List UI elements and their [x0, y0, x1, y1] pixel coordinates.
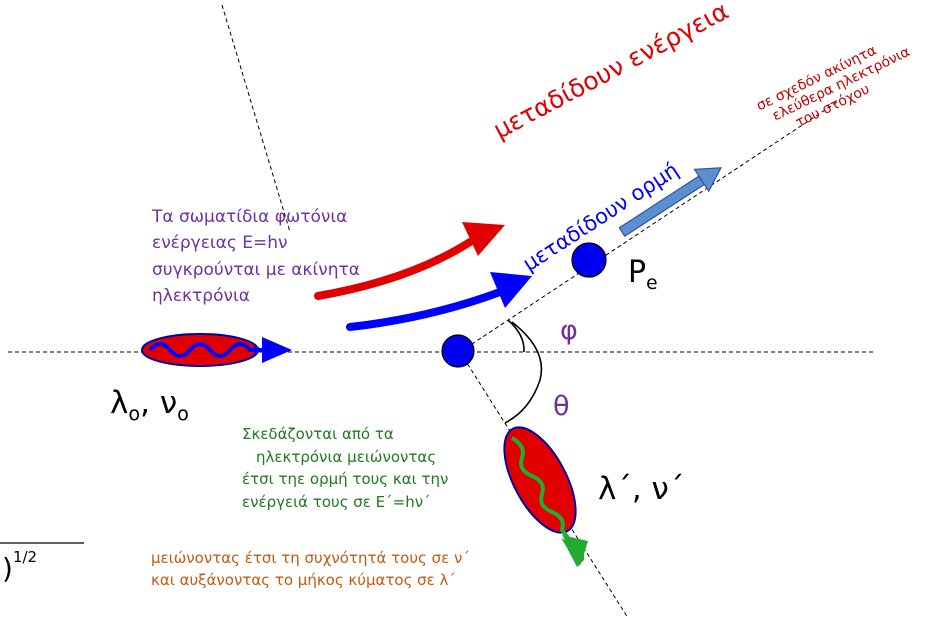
phi-angle-label: φ — [560, 314, 578, 348]
nu0-symbol: , ν — [140, 385, 177, 421]
scattered-line-1: Σκεδάζονται από τα — [242, 423, 448, 446]
frequency-decrease-line-1: μειώνοντας έτσι τη συχνότητά τους σε ν΄ — [151, 548, 470, 570]
frequency-decrease-text: μειώνοντας έτσι τη συχνότητά τους σε ν΄ … — [151, 548, 470, 592]
scattered-line-3: έτσι τηε ορμή τους και την — [242, 468, 448, 491]
scattered-photons-text: Σκεδάζονται από τα ηλεκτρόνια μειώνοντας… — [242, 423, 448, 513]
lambda0-symbol: λ — [110, 385, 128, 421]
theta-angle-arc — [505, 322, 541, 423]
incoming-photons-line-1: Τα σωματίδια φωτόνια — [152, 207, 360, 228]
lambda0-subscript: ο — [128, 402, 140, 425]
incoming-photons-line-4: ηλεκτρόνια — [152, 286, 360, 307]
theta-angle-label: θ — [553, 390, 570, 424]
formula-exponent: 1/2 — [13, 548, 37, 566]
boundary-dashed-line — [222, 5, 290, 232]
nu0-subscript: ο — [177, 402, 189, 425]
incoming-photons-text: Τα σωματίδια φωτόνια ενέργειας E=hν συγκ… — [152, 207, 360, 307]
incoming-photons-line-3: συγκρούνται με ακίνητα — [152, 260, 360, 281]
pe-symbol: P — [628, 255, 646, 290]
frequency-decrease-line-2: και αυξάνοντας το μήκος κύματος σε λ΄ — [151, 570, 470, 592]
momentum-transfer-arrow — [350, 292, 500, 327]
incident-wavelength-frequency-label: λο, νο — [110, 384, 189, 426]
electron-at-rest — [442, 335, 474, 367]
electron-momentum-label: Pe — [628, 254, 658, 295]
incoming-photons-line-2: ενέργειας E=hν — [152, 233, 360, 254]
incoming-photon-arrowhead — [262, 337, 292, 363]
scattered-line-4: ενέργειά τους σε E΄=hν΄ — [242, 491, 448, 514]
formula-paren: ) — [2, 552, 13, 585]
formula-fragment: )1/2 — [2, 548, 37, 586]
incoming-photon — [142, 334, 258, 366]
scattered-line-2: ηλεκτρόνια μειώνοντας — [242, 446, 448, 469]
pe-subscript: e — [646, 273, 657, 294]
recoil-electron — [572, 243, 606, 277]
scattered-wavelength-frequency-label: λ΄, ν΄ — [598, 470, 684, 509]
